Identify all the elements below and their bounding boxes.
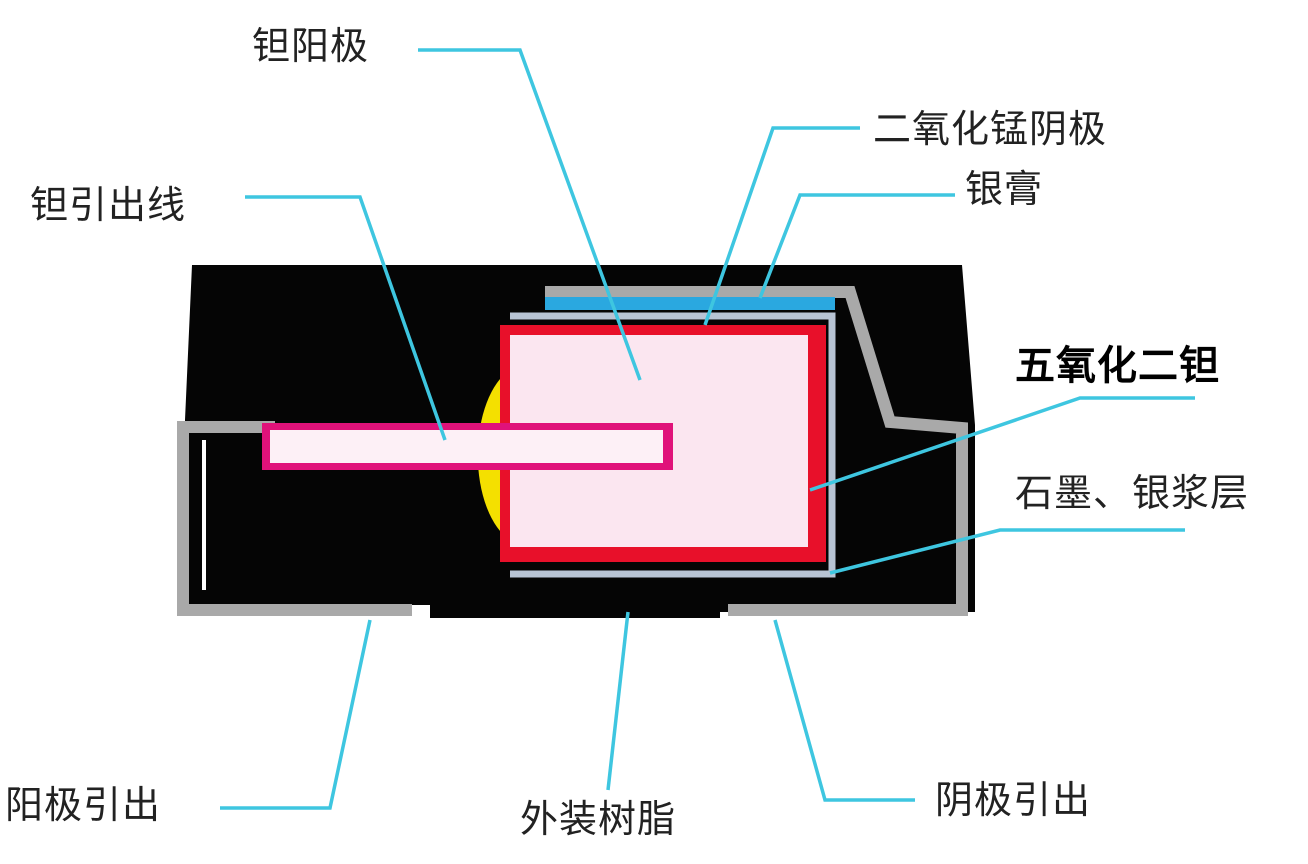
leader-graphite-silver: [829, 528, 1185, 575]
label-molded-resin: 外装树脂: [520, 797, 677, 841]
leader-tantalum-anode: [418, 48, 642, 381]
label-anode-terminal: 阳极引出: [5, 783, 162, 827]
leader-molded-resin: [606, 611, 630, 791]
graphite-silver-layer: [510, 312, 836, 578]
leader-lines: [220, 48, 1195, 810]
leader-pentoxide: [809, 396, 1195, 492]
anode-terminal: [177, 421, 412, 616]
cathode-terminal: [545, 286, 968, 616]
label-mno2-cathode: 二氧化锰阴极: [873, 107, 1108, 151]
leader-lead-wire: [245, 195, 447, 441]
label-tantalum-anode: 钽阳极: [252, 24, 370, 68]
leader-cathode-terminal: [773, 619, 915, 802]
tantalum-lead-wire-core: [270, 430, 663, 463]
label-graphite-silver-layer: 石墨、银浆层: [1015, 471, 1250, 515]
label-silver-paste: 银膏: [965, 167, 1044, 211]
leader-mno2-cathode: [703, 126, 860, 326]
label-tantalum-lead-wire: 钽引出线: [30, 183, 187, 227]
leader-anode-terminal: [220, 619, 372, 810]
label-tantalum-pentoxide: 五氧化二钽: [1015, 343, 1220, 389]
silver-paste-layer: [545, 297, 835, 310]
leader-silver-paste: [758, 193, 955, 299]
label-cathode-terminal: 阴极引出: [935, 778, 1092, 822]
